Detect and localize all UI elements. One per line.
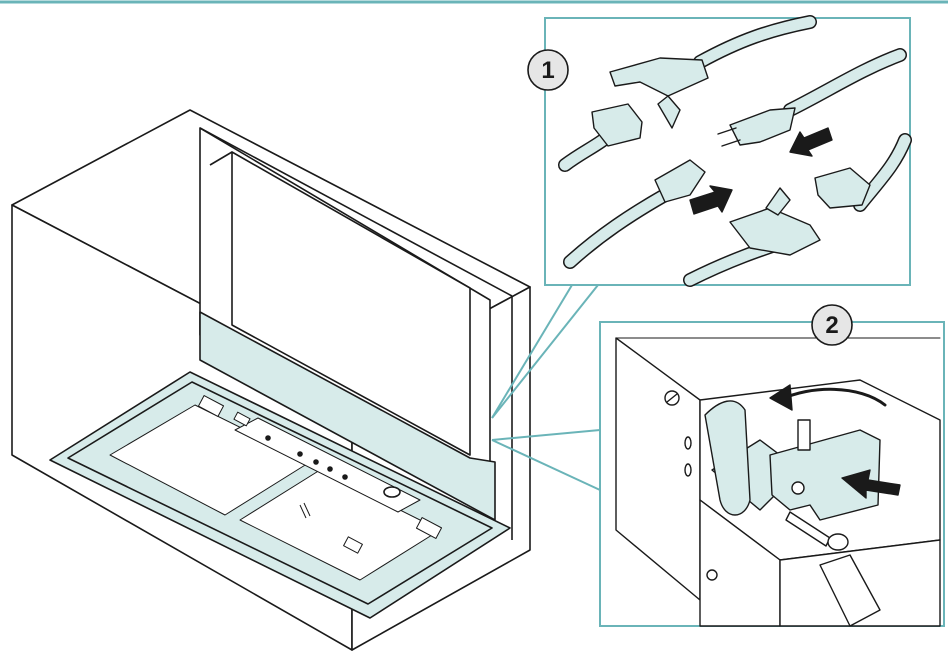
connector-socket — [654, 159, 706, 203]
control-strip — [234, 417, 421, 513]
control-button-4 — [327, 466, 333, 472]
cable-top — [694, 16, 816, 68]
plug-pin-1 — [717, 127, 737, 135]
connector-top-latch — [657, 95, 681, 129]
back-panel — [231, 151, 471, 456]
connector-2a — [491, 429, 601, 441]
lift-arrow-head-icon — [769, 384, 793, 411]
hole-2 — [684, 463, 692, 477]
cable-mid — [564, 189, 671, 268]
cable-right-mid — [784, 49, 906, 116]
connector-bottom-latch — [765, 187, 791, 216]
small-cutout — [233, 411, 251, 427]
lamp-cutout-right — [415, 517, 443, 539]
callout-panel-1: 1 — [527, 15, 912, 287]
connector-1b — [491, 284, 573, 419]
detail-slot-a — [299, 504, 307, 519]
base-hole — [706, 569, 718, 581]
connector-plug-male — [729, 107, 796, 146]
bracket-plate — [769, 429, 881, 521]
hole-1 — [684, 436, 692, 450]
lamp-cutout-left — [197, 395, 225, 417]
step-1-label: 1 — [541, 57, 554, 84]
push-arrow-bracket-icon — [841, 469, 901, 499]
panel-edge-a — [209, 151, 233, 166]
step-2-badge — [811, 304, 853, 346]
base-fin — [819, 554, 881, 627]
detail-slot-b — [303, 502, 311, 517]
screw-head-icon — [827, 533, 849, 551]
connector-top-housing — [609, 57, 709, 97]
connector-2b — [491, 439, 601, 491]
bracket-hole — [791, 481, 805, 495]
step-1-badge — [527, 49, 569, 91]
control-button-1 — [265, 435, 271, 441]
control-button-3 — [313, 459, 319, 465]
latch-tab — [704, 400, 751, 516]
plug-pin-2 — [721, 139, 741, 147]
control-button-5 — [342, 474, 348, 480]
control-button-2 — [297, 451, 303, 457]
step-2-label: 2 — [825, 312, 838, 339]
push-arrow-left-icon — [689, 185, 733, 215]
front-trim-band — [199, 311, 496, 521]
callout-connectors — [491, 284, 601, 491]
inner-top-edge — [199, 127, 513, 297]
connector-1a — [491, 284, 599, 419]
callout-panel-2: 2 — [599, 304, 945, 627]
push-arrow-right-icon — [789, 127, 833, 157]
connector-left-cap — [591, 103, 643, 147]
screw-shaft — [785, 511, 831, 547]
bracket-post — [797, 419, 811, 451]
bracket-detail — [343, 536, 363, 554]
connector-right-cap — [814, 167, 871, 209]
cabinet-assembly — [11, 109, 531, 651]
screw-slot-top — [666, 393, 678, 403]
logo-emblem-icon — [383, 486, 401, 498]
